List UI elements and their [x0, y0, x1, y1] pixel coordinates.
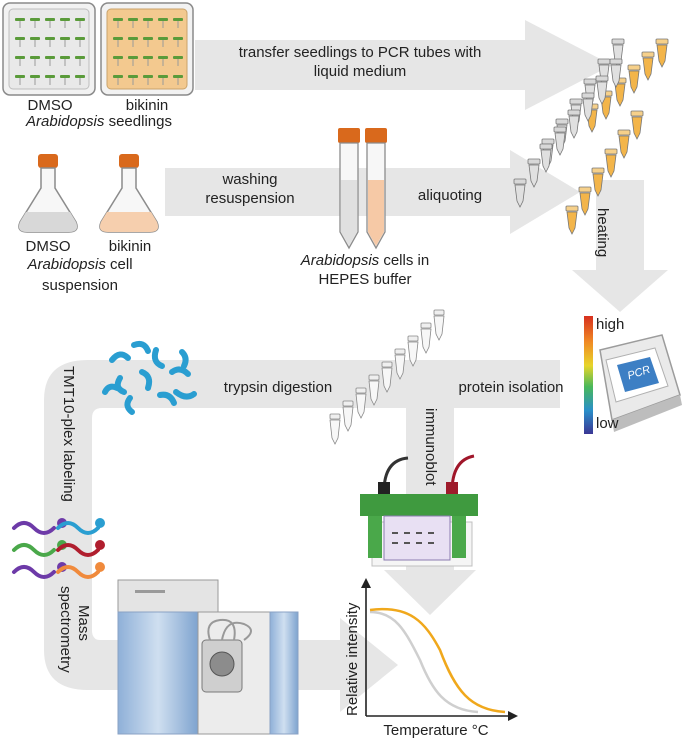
bikinin-seedling-plate: [100, 2, 194, 96]
bikinin-cell-label: bikinin: [108, 238, 152, 255]
tube-cells-in: cells in: [383, 252, 430, 269]
cell-organism: Arabidopsis: [27, 256, 106, 273]
tube-organism: Arabidopsis: [300, 252, 380, 269]
pcr-tube: [599, 90, 613, 120]
resuspension-label: resuspension: [205, 190, 295, 207]
microtube: [355, 387, 367, 419]
pcr-tube: [527, 158, 541, 188]
microtube: [420, 322, 432, 354]
pcr-tube: [513, 178, 527, 208]
protein-isolation-label: protein isolation: [458, 379, 564, 396]
cell-word: cell: [110, 256, 133, 273]
melting-curve-plot: [361, 578, 518, 721]
dmso-seedling-label: DMSO: [27, 97, 73, 114]
tmt-tag-strands: [12, 518, 105, 579]
pcr-tube: [539, 143, 553, 173]
microtube: [342, 400, 354, 432]
pcr-tube: [617, 129, 631, 159]
arrow-transfer: [195, 20, 612, 110]
heating-label: heating: [594, 208, 611, 258]
seedling-organism: Arabidopsis: [26, 113, 105, 130]
microtube: [433, 309, 445, 341]
plot-ylabel: Relative intensity: [344, 602, 361, 716]
washing-label: washing: [222, 171, 278, 188]
cell-caption-line2: Arabidopsis cell: [0, 256, 160, 274]
dmso-seedling-plate: [2, 2, 96, 96]
pcr-tube: [655, 38, 669, 68]
spectrometry-label: spectrometry: [57, 586, 74, 673]
dmso-cell-label: DMSO: [25, 238, 71, 255]
mass-spectrometer: [117, 579, 299, 735]
arrow-main-loop: [44, 360, 560, 712]
microtube: [407, 335, 419, 367]
pcr-tube: [609, 58, 623, 88]
mass-label: Mass: [75, 605, 92, 641]
western-blot-apparatus: [360, 454, 478, 567]
tube-caption-line1: Arabidopsis cells in: [290, 252, 440, 270]
microtube-array: [329, 309, 445, 445]
seedling-suffix: seedlings: [108, 113, 172, 130]
bikinin-cell-tube: [365, 128, 387, 250]
tmt-labeling-label: TMT10-plex labeling: [60, 366, 77, 502]
tube-caption-line2: HEPES buffer: [318, 271, 412, 288]
bikinin-curve: [369, 607, 506, 714]
dmso-cell-tube: [338, 128, 360, 250]
arrow-heating: [572, 180, 668, 312]
pcr-tube: [630, 110, 644, 140]
transfer-line1: transfer seedlings to PCR tubes with: [238, 44, 482, 61]
bikinin-seedling-label: bikinin: [125, 97, 169, 114]
cell-caption-line3: suspension: [42, 277, 118, 294]
pcr-tube: [565, 205, 579, 235]
thermocycler: [599, 334, 682, 432]
pcr-tube: [553, 126, 567, 156]
immunoblot-label: immunoblot: [422, 408, 439, 486]
pcr-tube: [567, 109, 581, 139]
transfer-line2: liquid medium: [313, 63, 407, 80]
heat-scale-bar: [584, 316, 593, 434]
aliquoting-label: aliquoting: [417, 187, 483, 204]
microtube: [368, 374, 380, 406]
dmso-flask: [18, 154, 78, 233]
pcr-tube: [581, 92, 595, 122]
pcr-tube: [578, 186, 592, 216]
pcr-tube: [604, 148, 618, 178]
trypsin-digestion-label: trypsin digestion: [223, 379, 333, 396]
scale-low-label: low: [596, 415, 619, 432]
pcr-tube: [641, 51, 655, 81]
pcr-tube-array-mid: [539, 58, 644, 235]
pcr-tube: [591, 167, 605, 197]
microtube: [329, 413, 341, 445]
dmso-curve: [369, 610, 479, 714]
plot-xlabel: Temperature °C: [383, 722, 489, 739]
microtube: [394, 348, 406, 380]
pcr-tube: [627, 64, 641, 94]
bikinin-flask: [99, 154, 159, 233]
seedling-caption: Arabidopsis seedlings: [4, 113, 194, 131]
microtube: [381, 361, 393, 393]
pcr-tube: [595, 75, 609, 105]
peptide-fragments: [102, 340, 197, 415]
scale-high-label: high: [596, 316, 625, 333]
